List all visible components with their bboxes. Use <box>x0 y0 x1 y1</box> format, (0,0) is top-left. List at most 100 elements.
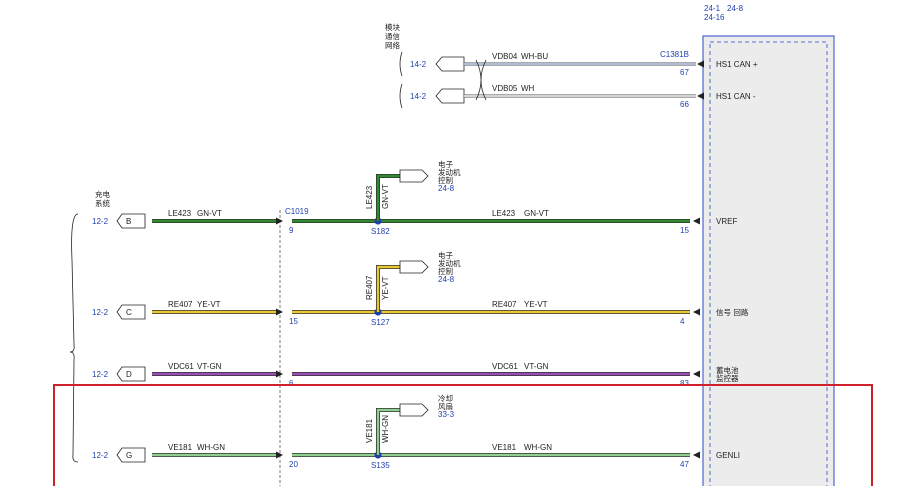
wire-color: GN-VT <box>524 209 549 218</box>
connector-plug <box>399 403 429 417</box>
module-inner-box <box>709 41 828 486</box>
branch-wire-color: GN-VT <box>381 184 390 209</box>
module-network-label: 模块 通信 网络 <box>385 22 400 50</box>
signal-name: VREF <box>716 217 737 226</box>
branch-label: 控制 <box>438 175 453 185</box>
branch-label: 发动机 <box>438 258 461 268</box>
svg-text:充电: 充电 <box>95 189 110 199</box>
svg-text:系统: 系统 <box>95 198 110 208</box>
wire-color: WH-BU <box>521 52 548 61</box>
bracket <box>399 83 403 109</box>
page-ref[interactable]: 12-2 <box>92 217 109 226</box>
ref-top-c[interactable]: 24-16 <box>704 13 725 22</box>
wire-code: LE423 <box>492 209 516 218</box>
group-brace <box>69 213 79 463</box>
connector-plug <box>116 366 146 382</box>
right-pin: 47 <box>680 460 689 469</box>
page-ref[interactable]: 12-2 <box>92 451 109 460</box>
left-pin: 6 <box>289 379 294 388</box>
connector-plug <box>116 213 146 229</box>
branch-ref[interactable]: 33-3 <box>438 410 455 419</box>
wire-code: VDC61 <box>492 362 518 371</box>
branch-wire-code: LE423 <box>365 185 374 209</box>
left-pin: 15 <box>289 317 298 326</box>
connector-plug <box>116 447 146 463</box>
ref-top-a[interactable]: 24-1 <box>704 4 721 13</box>
wire-color: WH-GN <box>524 443 552 452</box>
splice-id[interactable]: S127 <box>371 318 390 327</box>
highlight-box <box>53 384 873 486</box>
branch-label: 冷却 <box>438 393 453 403</box>
branch-ref[interactable]: 24-8 <box>438 184 455 193</box>
branch-label: 电子 <box>438 159 453 169</box>
left-pin: 9 <box>289 226 294 235</box>
svg-text:通信: 通信 <box>385 31 400 41</box>
branch-label: 控制 <box>438 266 453 276</box>
page-ref[interactable]: 14-2 <box>410 92 427 101</box>
twisted-pair-icon <box>475 59 487 101</box>
connector-plug <box>435 56 465 72</box>
svg-text:模块: 模块 <box>385 22 400 32</box>
plug-letter: C <box>126 308 132 317</box>
page-ref[interactable]: 12-2 <box>92 308 109 317</box>
signal-name: HS1 CAN - <box>716 92 756 101</box>
branch-wire-color: WH-GN <box>381 415 390 443</box>
pin-number: 67 <box>680 68 689 77</box>
wire-code: VDC61 <box>168 362 194 371</box>
connector-plug <box>399 260 429 274</box>
connector-c1019[interactable]: C1019 <box>285 207 309 216</box>
wire-color: VT-GN <box>524 362 549 371</box>
signal-name: 蓄电池 <box>716 365 739 375</box>
wire-code: RE407 <box>492 300 517 309</box>
right-pin: 83 <box>680 379 689 388</box>
signal-name: 监控器 <box>716 373 739 383</box>
signal-name: GENLI <box>716 451 740 460</box>
wire-color: GN-VT <box>197 209 222 218</box>
wire-color: YE-VT <box>197 300 221 309</box>
ref-top-b[interactable]: 24-8 <box>727 4 744 13</box>
branch-wire[interactable] <box>376 408 400 455</box>
branch-label: 电子 <box>438 250 453 260</box>
right-pin: 15 <box>680 226 689 235</box>
svg-text:网络: 网络 <box>385 40 400 50</box>
signal-name: 信号 回路 <box>716 307 749 317</box>
branch-wire[interactable] <box>376 174 400 221</box>
connector-id[interactable]: C1381B <box>660 50 689 59</box>
splice-id[interactable]: S182 <box>371 227 390 236</box>
branch-label: 风扇 <box>438 401 453 411</box>
connector-plug <box>435 88 465 104</box>
plug-letter: G <box>126 451 132 460</box>
page-ref[interactable]: 14-2 <box>410 60 427 69</box>
bracket <box>399 51 403 77</box>
wire-color: WH-GN <box>197 443 225 452</box>
signal-name: HS1 CAN + <box>716 60 758 69</box>
wire-code: RE407 <box>168 300 193 309</box>
wire-code: VE181 <box>492 443 517 452</box>
branch-wire-color: YE-VT <box>381 276 390 300</box>
right-pin: 4 <box>680 317 685 326</box>
branch-wire[interactable] <box>376 265 400 312</box>
plug-letter: B <box>126 217 131 226</box>
left-pin: 20 <box>289 460 298 469</box>
branch-ref[interactable]: 24-8 <box>438 275 455 284</box>
connector-plug <box>116 304 146 320</box>
branch-wire-code: RE407 <box>365 275 374 300</box>
wire-color: YE-VT <box>524 300 548 309</box>
branch-label: 发动机 <box>438 167 461 177</box>
plug-letter: D <box>126 370 132 379</box>
pin-number: 66 <box>680 100 689 109</box>
module-box <box>702 35 835 486</box>
splice-id[interactable]: S135 <box>371 461 390 470</box>
wire-code: VDB05 <box>492 84 518 93</box>
page-ref[interactable]: 12-2 <box>92 370 109 379</box>
